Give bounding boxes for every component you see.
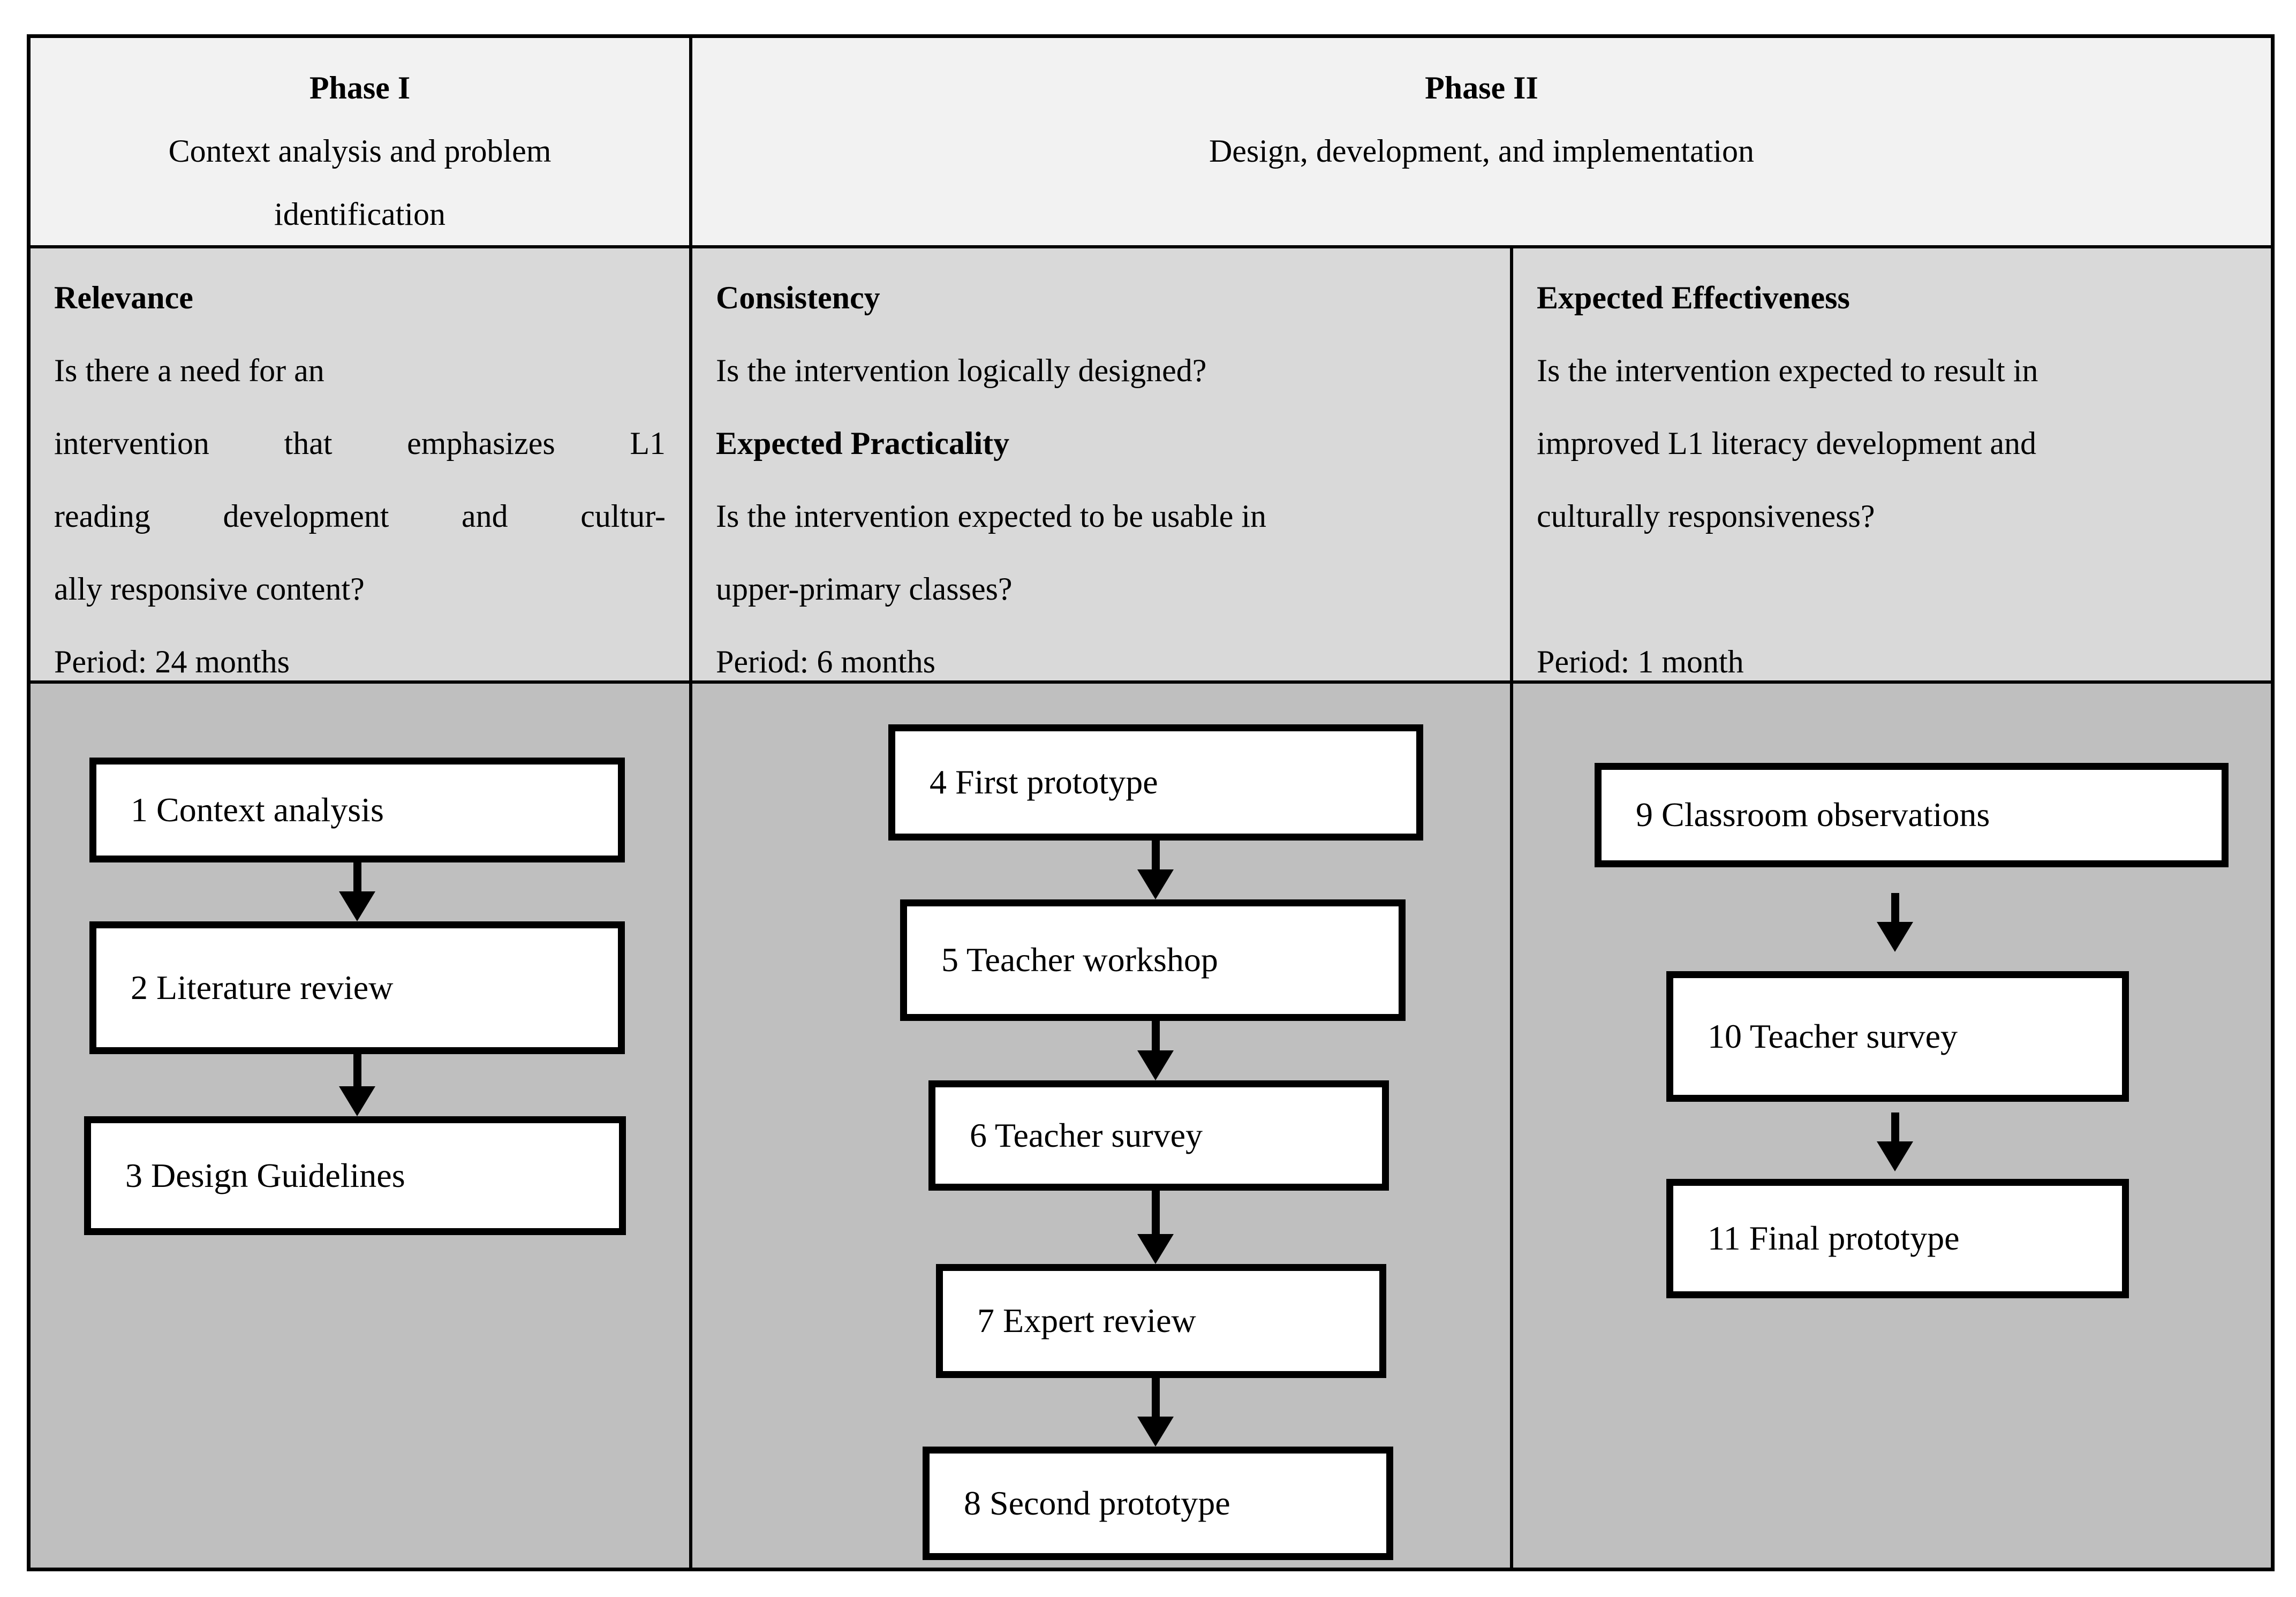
flow-step-label: 9 Classroom observations bbox=[1636, 796, 1990, 834]
down-arrow-icon bbox=[1877, 1112, 1913, 1171]
down-arrow-icon bbox=[1137, 1377, 1174, 1447]
flow-step-label: 11 Final prototype bbox=[1708, 1219, 1960, 1258]
relevance-line1: Is there a need for an bbox=[54, 353, 324, 388]
flow-step-box: 4 First prototype bbox=[888, 724, 1423, 841]
flow-step-box: 9 Classroom observations bbox=[1595, 763, 2229, 867]
phase1-subtitle-line2: identification bbox=[274, 196, 445, 232]
phase-table: Phase I Context analysis and problem ide… bbox=[27, 34, 2275, 1571]
flow-step-label: 5 Teacher workshop bbox=[941, 941, 1218, 979]
flow-step-box: 10 Teacher survey bbox=[1666, 971, 2129, 1102]
phase1-header-cell: Phase I Context analysis and problem ide… bbox=[31, 38, 692, 245]
down-arrow-icon bbox=[1877, 893, 1913, 952]
relevance-cell: Relevance Is there a need for an interve… bbox=[31, 248, 692, 680]
phase2-subtitle-line1: Design, development, and implementation bbox=[1209, 133, 1755, 169]
flow-step-box: 5 Teacher workshop bbox=[900, 899, 1406, 1021]
phase1-flowchart: 1 Context analysis 2 Literature review 3… bbox=[31, 684, 692, 1568]
relevance-title: Relevance bbox=[54, 280, 193, 315]
down-arrow-icon bbox=[1137, 1020, 1174, 1080]
flow-step-box: 11 Final prototype bbox=[1666, 1179, 2129, 1298]
criteria-row: Relevance Is there a need for an interve… bbox=[31, 248, 2271, 684]
down-arrow-icon bbox=[1137, 839, 1174, 899]
flow-step-label: 1 Context analysis bbox=[131, 790, 384, 829]
consistency-line2: Is the intervention expected to be usabl… bbox=[716, 498, 1266, 534]
consistency-cell: Consistency Is the intervention logicall… bbox=[692, 248, 1513, 680]
flow-step-label: 6 Teacher survey bbox=[970, 1116, 1203, 1154]
flow-step-box: 3 Design Guidelines bbox=[84, 1116, 626, 1235]
effectiveness-line3: culturally responsiveness? bbox=[1537, 498, 1875, 534]
relevance-line3: reading development and cultur- bbox=[54, 498, 666, 534]
consistency-title: Consistency bbox=[716, 280, 880, 315]
practicality-title: Expected Practicality bbox=[716, 426, 1010, 461]
effectiveness-title: Expected Effectiveness bbox=[1537, 280, 1850, 315]
down-arrow-icon bbox=[339, 1053, 375, 1116]
consistency-line1: Is the intervention logically designed? bbox=[716, 353, 1207, 388]
flow-step-label: 3 Design Guidelines bbox=[125, 1156, 405, 1194]
phase1-subtitle-line1: Context analysis and problem bbox=[168, 133, 552, 169]
phase2-header-cell: Phase II Design, development, and implem… bbox=[692, 38, 2271, 245]
flow-step-label: 2 Literature review bbox=[131, 968, 394, 1006]
effectiveness-period: Period: 1 month bbox=[1537, 644, 1744, 679]
phase2-design-flowchart: 4 First prototype 5 Teacher workshop 6 T… bbox=[692, 684, 1513, 1568]
effectiveness-cell: Expected Effectiveness Is the interventi… bbox=[1513, 248, 2271, 680]
flow-step-label: 10 Teacher survey bbox=[1708, 1017, 1958, 1055]
flow-step-box: 1 Context analysis bbox=[89, 758, 625, 862]
down-arrow-icon bbox=[339, 861, 375, 921]
effectiveness-line1: Is the intervention expected to result i… bbox=[1537, 353, 2038, 388]
consistency-line3: upper-primary classes? bbox=[716, 571, 1013, 607]
down-arrow-icon bbox=[1137, 1190, 1174, 1264]
flow-step-box: 6 Teacher survey bbox=[928, 1080, 1389, 1191]
relevance-period: Period: 24 months bbox=[54, 644, 290, 679]
flow-step-label: 7 Expert review bbox=[977, 1301, 1196, 1340]
flow-step-box: 7 Expert review bbox=[936, 1264, 1386, 1378]
flow-step-box: 2 Literature review bbox=[89, 921, 625, 1054]
phase1-title: Phase I bbox=[309, 70, 411, 105]
flow-step-box: 8 Second prototype bbox=[923, 1447, 1393, 1560]
flow-step-label: 8 Second prototype bbox=[964, 1484, 1230, 1522]
header-row: Phase I Context analysis and problem ide… bbox=[31, 38, 2271, 248]
phase2-implementation-flowchart: 9 Classroom observations 10 Teacher surv… bbox=[1513, 684, 2271, 1568]
effectiveness-line2: improved L1 literacy development and bbox=[1537, 426, 2037, 461]
phase2-title: Phase II bbox=[1425, 70, 1538, 105]
relevance-line2: intervention that emphasizes L1 bbox=[54, 426, 666, 461]
relevance-line4: ally responsive content? bbox=[54, 571, 365, 607]
flow-step-label: 4 First prototype bbox=[930, 763, 1158, 801]
consistency-period: Period: 6 months bbox=[716, 644, 936, 679]
flowchart-row: 1 Context analysis 2 Literature review 3… bbox=[31, 684, 2271, 1568]
